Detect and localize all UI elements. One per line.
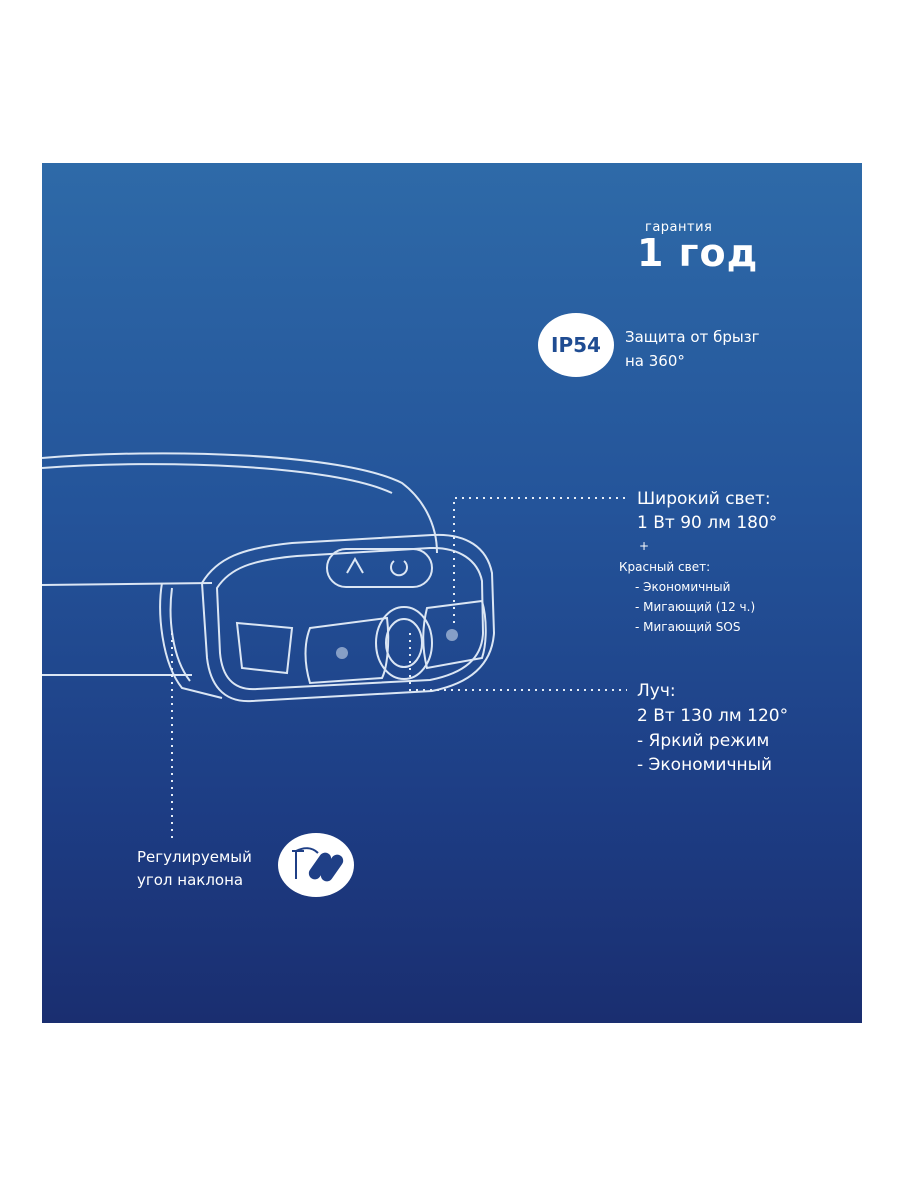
red-mode-item: - Мигающий SOS bbox=[635, 620, 741, 634]
beam-mode-item: - Экономичный bbox=[637, 755, 773, 775]
wide-light-title: Широкий свет: bbox=[637, 489, 771, 509]
tilt-line-1: Регулируемый bbox=[137, 848, 252, 866]
red-light-title: Красный свет: bbox=[619, 560, 711, 574]
warranty-label: гарантия bbox=[645, 220, 713, 235]
protection-line-1: Защита от брызг bbox=[625, 328, 760, 346]
wide-light-specs: 1 Вт 90 лм 180° bbox=[637, 513, 778, 533]
beam-title: Луч: bbox=[637, 681, 676, 701]
ip-rating-badge: IP54 bbox=[538, 313, 614, 377]
tilt-angle-icon bbox=[278, 833, 354, 897]
product-panel: гарантия 1 год IP54 Защита от брызг на 3… bbox=[42, 163, 862, 1023]
protection-line-2: на 360° bbox=[625, 352, 685, 370]
headlamp-icon bbox=[42, 452, 627, 843]
beam-specs: 2 Вт 130 лм 120° bbox=[637, 706, 789, 726]
plus-sign: + bbox=[639, 539, 650, 553]
beam-mode-item: - Яркий режим bbox=[637, 731, 770, 751]
warranty-value: 1 год bbox=[637, 231, 759, 275]
tilt-line-2: угол наклона bbox=[137, 871, 244, 889]
red-mode-item: - Экономичный bbox=[635, 580, 731, 594]
red-mode-item: - Мигающий (12 ч.) bbox=[635, 600, 756, 614]
